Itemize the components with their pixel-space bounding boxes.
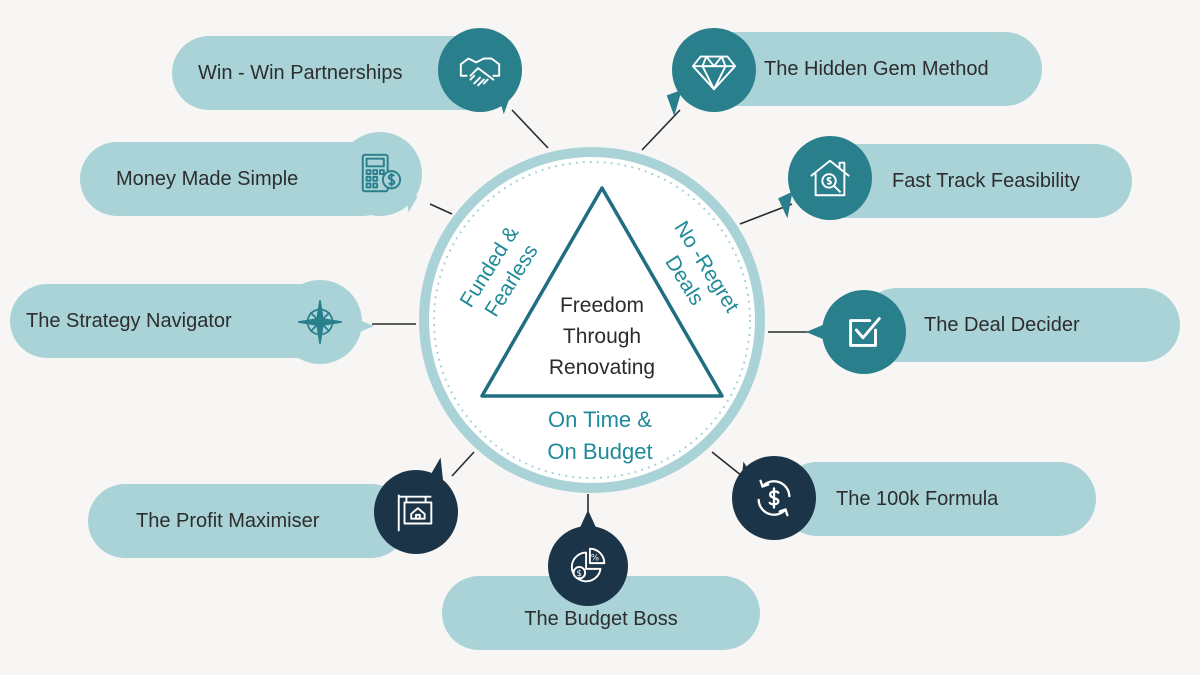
connector-win-win <box>511 109 549 149</box>
connector-money-simple <box>429 203 453 215</box>
connector-profit-max <box>451 451 475 477</box>
handshake-icon <box>438 28 522 112</box>
node-deal-decider: The Deal Decider <box>860 288 1180 362</box>
svg-text:%: % <box>591 553 599 563</box>
hub-dotted-ring <box>433 161 751 479</box>
dollar-cycle-icon <box>732 456 816 540</box>
pie-chart-icon: % $ <box>548 526 628 606</box>
hub-title: Freedom Through Renovating <box>512 290 692 383</box>
hub-title-line: Freedom <box>559 294 645 317</box>
svg-text:$: $ <box>577 569 582 579</box>
diamond-icon <box>672 28 756 112</box>
sale-sign-icon <box>374 470 458 554</box>
hub-title-line: Renovating <box>548 356 656 379</box>
compass-icon <box>278 280 362 364</box>
hub-bottom-label: On Time & On Budget <box>512 404 688 468</box>
node-label: The Profit Maximiser <box>136 509 320 532</box>
node-label: Money Made Simple <box>116 167 299 190</box>
hub-title-line: Through <box>562 325 642 348</box>
node-label: The Budget Boss <box>524 607 678 630</box>
node-label: The 100k Formula <box>836 487 999 510</box>
node-label: The Deal Decider <box>924 313 1080 336</box>
hub-triangle <box>480 186 724 398</box>
hub-outer-ring <box>419 147 765 493</box>
calculator-icon <box>338 132 422 216</box>
connector-100k <box>711 451 743 477</box>
node-profit-max: The Profit Maximiser <box>88 484 408 558</box>
node-100k: The 100k Formula <box>780 462 1096 536</box>
node-label: The Hidden Gem Method <box>764 57 989 80</box>
connector-hidden-gem <box>641 109 681 151</box>
hub-bottom-line: On Budget <box>547 439 653 464</box>
node-label: The Strategy Navigator <box>26 309 232 332</box>
checkbox-icon <box>822 290 906 374</box>
house-search-icon <box>788 136 872 220</box>
connector-fast-track <box>739 203 793 225</box>
node-label: Fast Track Feasibility <box>892 169 1080 192</box>
hub-bottom-line: On Time & <box>548 407 652 432</box>
node-label: Win - Win Partnerships <box>198 61 403 84</box>
